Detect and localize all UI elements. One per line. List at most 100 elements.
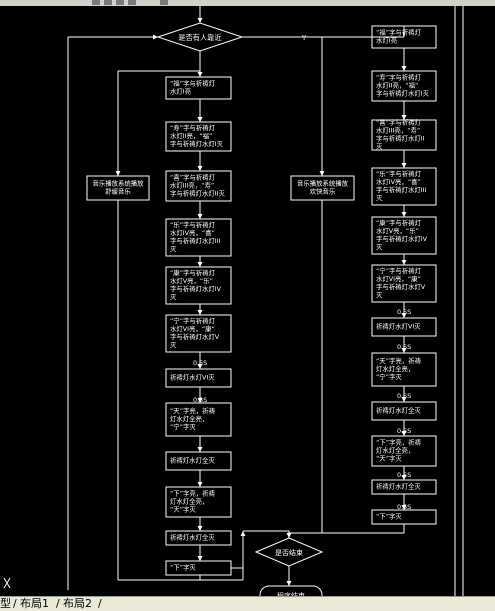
left-step-box-text: 字与祈祷灯水灯IV [170,284,222,293]
tab-layout2[interactable]: 布局2 [63,597,92,610]
left-step-box-text: 祈祷灯水灯全灭 [170,455,215,464]
right-step-box-text: “宁”字灭 [376,372,402,381]
arrow-head [197,310,203,315]
left-step-box [165,486,232,518]
toolbar-button-icon[interactable] [92,0,100,5]
decision-someone-text: 是否有人靠近 [178,33,221,42]
toolbar-button-icon[interactable] [128,0,136,5]
right-step-box-text: 祈祷灯水灯VI灭 [376,321,421,330]
left-step-box [165,266,232,305]
end-terminal-text: 程序结束 [277,591,305,596]
toolbar-button-icon[interactable] [104,0,112,5]
left-step-box-text: 祈祷灯水灯全灭 [170,532,215,541]
right-step-box-text: “福”字与祈祷灯 [376,27,422,36]
arrow-head [115,171,121,176]
left-step-box [165,368,232,388]
tab-model[interactable]: 型 [0,597,11,610]
arrow-head [286,533,292,538]
arrow-head [401,431,407,436]
right-step-box-text: 水灯IV亮，“喜” [376,177,421,186]
left-step-box-text: “宁”字灭 [170,422,196,431]
right-step-box-text: “喜”字与祈祷灯 [376,117,422,126]
right-step-box-text: 灭 [376,243,383,251]
right-step-box-text: 灯水灯全亮， [376,364,414,373]
arrow-head [197,556,203,561]
toolbar-button-icon[interactable] [116,0,124,5]
right-step-box-text: 灭 [376,194,383,202]
tab-separator: / [56,597,60,610]
left-step-box-text: 字与祈祷灯水灯III [170,236,221,245]
arrow-head [197,72,203,77]
delay-label: 0.5S [397,427,411,435]
arrow-head [197,482,203,487]
arrow-head [153,34,158,40]
right-step-box-text: 字与祈祷灯水灯I灭 [376,88,430,97]
connector-line [3,577,11,589]
decision-end-text: 是否结束 [275,548,303,557]
left-step-box-text: “下”字亮，祈祷 [170,488,216,497]
right-step-box-text: 水灯II亮，“福” [376,80,418,89]
right-step-box-text: “寿”字与祈祷灯 [376,72,422,81]
tab-layout1[interactable]: 布局1 [20,597,49,610]
left-step-box-text: 水灯IV亮，“喜” [170,228,215,237]
arrow-head [286,581,292,586]
arrow-head [197,398,203,403]
arrow-head [401,397,407,402]
tab-separator: / [98,597,102,610]
right-step-box-text: “天”字灭 [376,453,402,462]
left-step-box-text: “乐”字与祈祷灯 [170,220,216,229]
yes-label: Y [301,34,307,42]
left-step-box [165,218,232,257]
arrow-head [197,18,203,23]
arrow-head [240,531,246,536]
left-step-box-text: “寿”字与祈祷灯 [170,123,216,132]
left-step-box-text: 灭 [170,341,177,349]
arrow-head [197,166,203,171]
arrow-head [197,262,203,267]
toolbar-strip [0,0,495,6]
arrow-head [197,214,203,219]
delay-label: 0.5S [193,359,207,367]
music-right-box-text: 音乐播放系统播放 [297,178,349,187]
left-step-box-text: 灭 [170,245,177,253]
left-step-box [165,170,232,202]
right-step-box-text: 灭 [376,142,383,150]
delay-label: 0.5S [397,343,411,351]
right-step-box-text: 字与祈祷灯水灯II [376,133,425,142]
right-step-box-text: 灭 [376,291,383,299]
left-step-box-text: 水灯I亮 [170,86,191,95]
arrow-head [401,163,407,168]
right-step-box-text: 祈祷灯水灯全灭 [376,481,421,490]
left-step-box-text: “福”字与祈祷灯 [170,78,216,87]
right-step-box-text: “康”字与祈祷灯 [376,218,422,227]
music-left-box-text: 舒缓音乐 [105,186,131,195]
left-step-box-text: 字与祈祷灯水灯II灭 [170,188,226,197]
arrow-head [197,117,203,122]
delay-label: 0.5S [397,392,411,400]
decision-end [254,537,324,567]
left-step-box-text: 祈祷灯水灯VI灭 [170,372,215,381]
arrow-head [401,505,407,510]
left-step-box [165,121,232,152]
delay-label: 0.5S [193,396,207,404]
arrow-head [197,447,203,452]
right-step-box-text: “乐”字与祈祷灯 [376,169,422,178]
left-step-box [165,76,232,100]
right-step-box-text: 字与祈祷灯水灯III [376,185,427,194]
left-step-box-text: “天”字亮，祈祷 [170,406,216,415]
left-step-box [165,530,232,546]
right-step-box-text: “天”字亮，祈祷 [376,356,422,365]
left-step-box-text: 灭 [170,293,177,301]
left-step-box-text: 字与祈祷灯水灯I灭 [170,139,224,148]
toolbar-button-icon[interactable] [160,0,168,5]
left-step-box-text: “天”字灭 [170,504,196,513]
delay-label: 0.5S [397,308,411,316]
tab-separator: / [13,597,17,610]
left-step-box-text: 水灯II亮，“福” [170,131,212,140]
left-step-box [165,451,232,471]
right-step-box-text: 水灯I亮 [376,35,397,44]
left-step-box-text: 水灯V亮，“乐” [170,276,213,285]
arrow-head [401,66,407,71]
